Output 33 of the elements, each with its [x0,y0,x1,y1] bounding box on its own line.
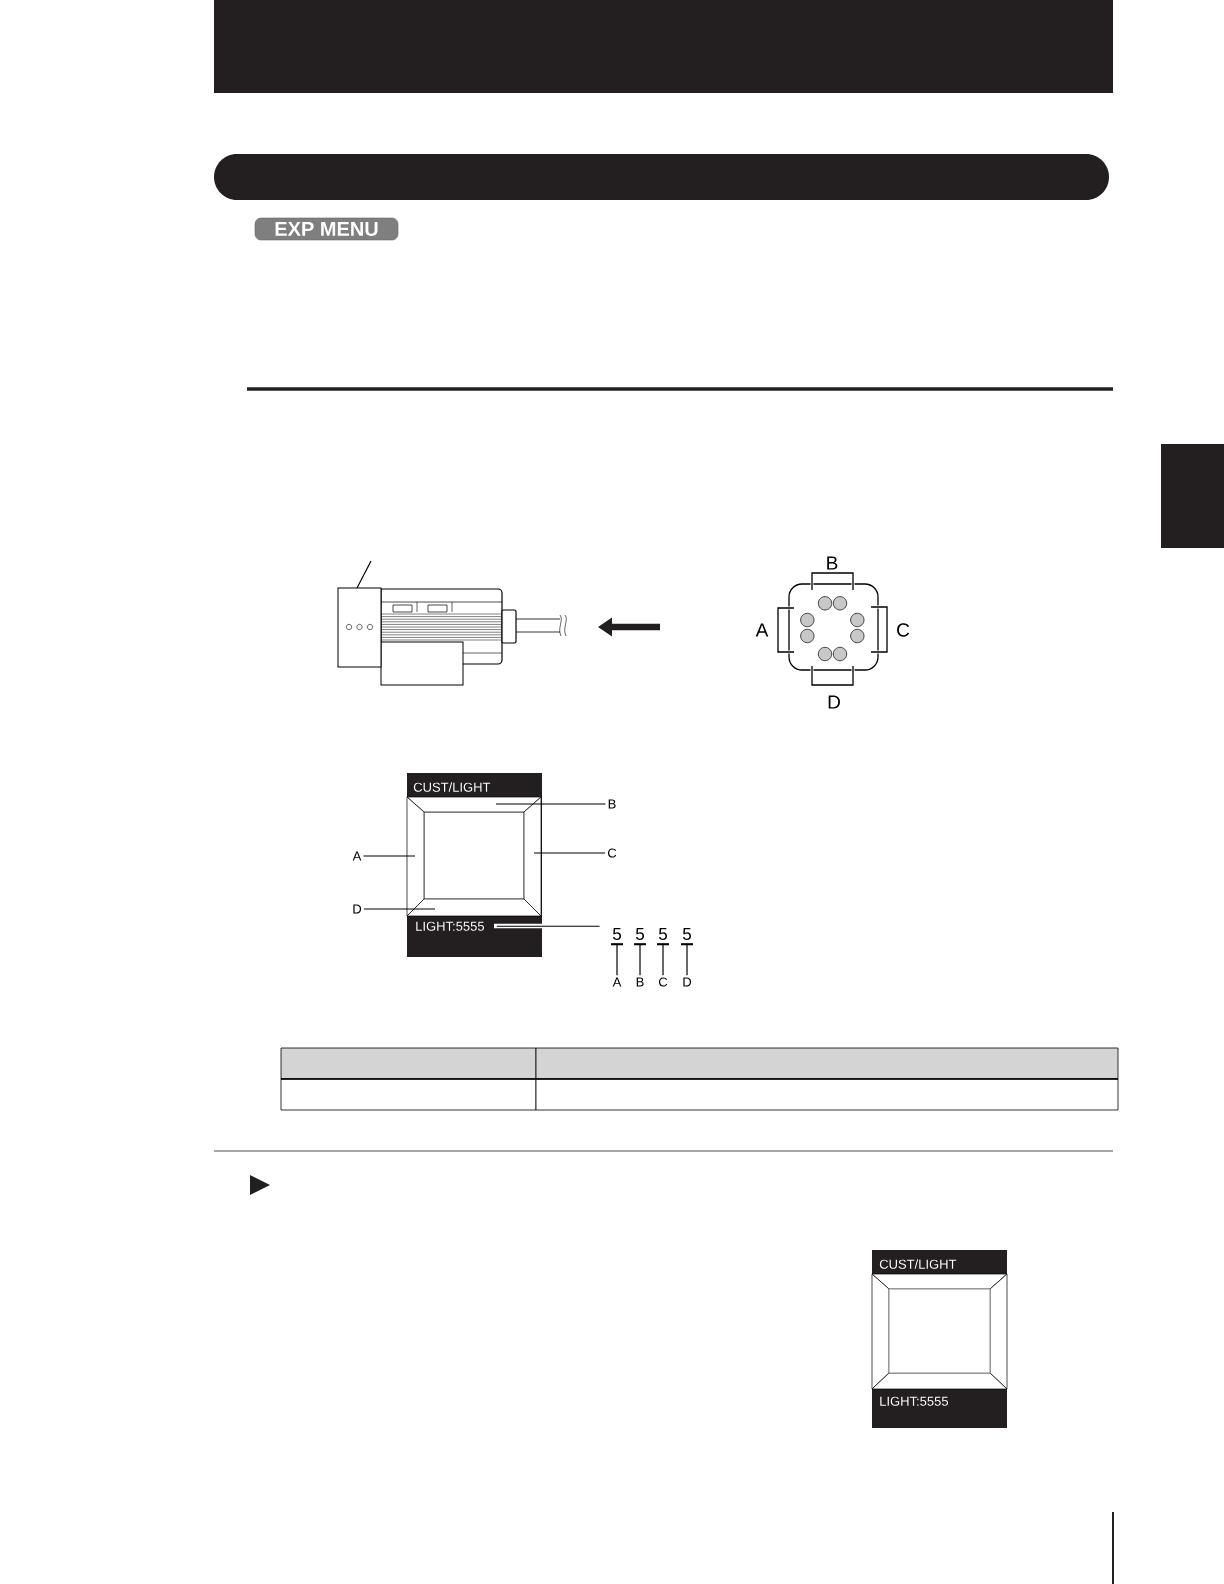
menu-tag: EXP MENU [254,217,399,241]
callout-letter: B [636,977,644,987]
leader-line [363,908,436,910]
leader-line [611,943,623,976]
side-tab [1161,444,1224,548]
callout-letter: A [612,977,622,987]
letter-label: D [828,695,840,709]
camera-drawing [337,587,567,686]
callout-letter: B [608,799,616,809]
leader-line [495,803,607,805]
callout-letter: D [353,904,362,914]
digit-label: 5 [612,928,621,940]
callout-letter: A [352,851,362,861]
letter-label: A [755,623,769,637]
digit-label: 5 [658,928,667,940]
lcd-screen: CUST/LIGHT LIGHT:5555 [871,1250,1008,1428]
callout-letter: C [658,977,668,987]
letter-label: C [897,623,910,637]
callout-letter: D [683,977,692,987]
digit-label: 5 [635,928,644,940]
leader-line [533,852,606,854]
leader-line [362,855,416,857]
leader-line [634,943,646,976]
header-band [214,0,1113,93]
display-text: LIGHT:5555 [416,921,485,931]
leader-line [356,560,372,589]
digit-label: 5 [682,928,691,940]
leader-line [657,943,669,976]
heading-bar [214,154,1109,200]
leader-line [496,925,601,927]
letter-label: B [827,556,838,570]
callout-letter: C [607,848,617,858]
leader-line [681,943,693,976]
